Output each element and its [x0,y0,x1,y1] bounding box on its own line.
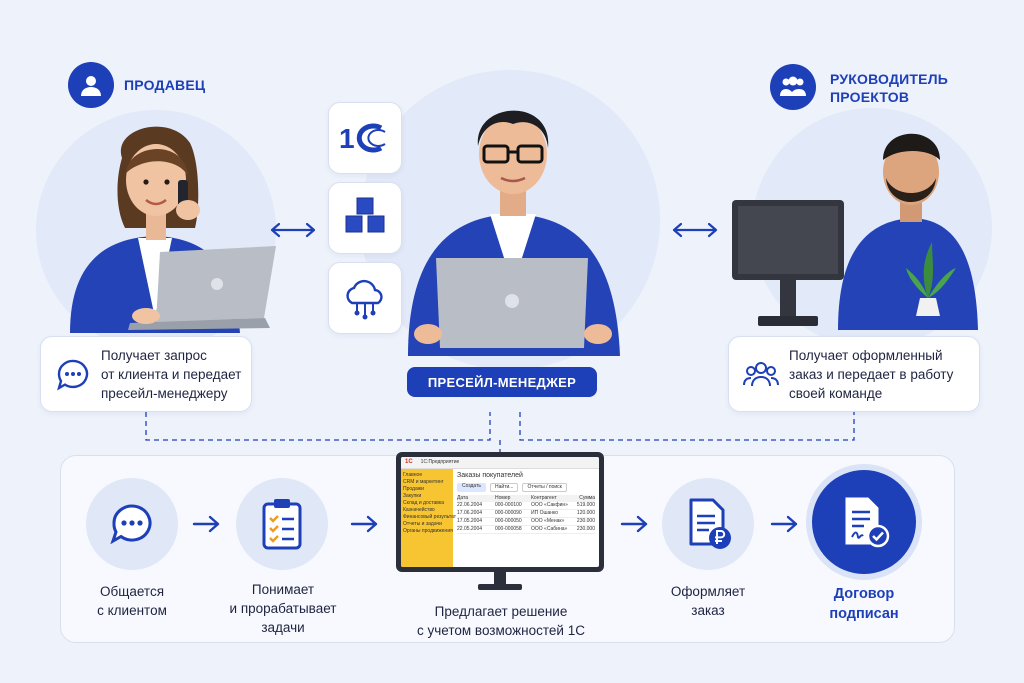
double-arrow-right-icon [672,222,718,238]
app-col-header: Номер [495,495,511,501]
app-table-row[interactable]: 17.05.2004 000-000050 ООО «Менак» 230.000 [457,518,595,526]
app-window: 1С 1С:Предприятие Главное CRM и маркетин… [401,457,599,567]
app-table-row[interactable]: 22.06.2004 000-000100 ООО «Сакфин» 519.000 [457,502,595,510]
app-table-cell: 230.000 [576,518,595,524]
app-sidebar-item[interactable]: Продажи [403,486,424,492]
team-icon [770,64,816,110]
app-sidebar-item[interactable]: Казначейство [403,507,435,513]
step-order [662,478,754,570]
1c-logo-icon: 1 [339,123,386,154]
app-table-cell: 17.06.2004 [457,510,483,516]
monitor-stand [478,572,522,590]
arrow-right-icon [192,515,220,533]
app-table-cell: 519.000 [576,502,595,508]
app-table-cell: 230.000 [576,526,595,532]
app-sidebar-item[interactable]: Органы продвижения [403,528,453,534]
document-ruble-icon [689,498,731,549]
app-logo: 1С [405,459,413,465]
manager-info-card: Получает оформленный заказ и передает в … [728,336,980,412]
seller-illustration [70,126,276,333]
seller-card-line: Получает запрос [101,347,207,363]
seller-card-line: пресейл-менеджеру [101,385,228,401]
app-table-cell: ООО «Сабина» [531,526,568,532]
cubes-icon [345,197,385,233]
app-sidebar-item[interactable]: Главное [403,472,423,478]
seller-card-line: от клиента и передает [101,366,242,382]
signed-contract-icon [845,497,890,548]
app-sidebar-item[interactable]: Склад и доставка [403,500,444,506]
cloud-network-icon [346,279,383,320]
app-col-header: Дата [457,495,469,501]
app-col-header: Сумма [579,495,595,501]
step-contract [812,470,916,574]
tile-cloud [328,262,402,334]
step-label-line: Понимает [251,582,315,597]
step-label-line: и прорабатывает [229,601,337,616]
manager-title-line: РУКОВОДИТЕЛЬ [830,71,948,87]
app-table-cell: ООО «Сакфин» [531,502,568,508]
step-label-line: с учетом возможностей 1С [417,623,585,638]
step-analyze [236,478,328,570]
manager-card-line: Получает оформленный [789,347,943,363]
chat-bubble-icon [110,504,152,545]
app-table-row[interactable]: 22.05.2004 000-000058 ООО «Сабина» 230.000 [457,526,595,534]
tile-1c: 1 [328,102,402,174]
manager-title-line: ПРОЕКТОВ [830,89,910,105]
seller-title: ПРОДАВЕЦ [124,77,206,93]
app-sidebar-item[interactable]: Закупки [403,493,422,499]
app-table-cell: 22.05.2004 [457,526,483,532]
tile-cubes [328,182,402,254]
app-title: 1С:Предприятие [420,459,460,465]
arrow-right-icon [620,515,648,533]
app-table-cell: ИП Ошанко [531,510,559,516]
manager-illustration [732,133,978,330]
clipboard-checklist-icon [262,499,302,550]
manager-card-line: своей команде [789,385,883,401]
seller-info-card: Получает запрос от клиента и передает пр… [40,336,252,412]
app-table-cell: ООО «Менак» [531,518,565,524]
svg-text:1: 1 [339,123,355,154]
app-table-header: Дата Номер Контрагент Сумма [457,495,595,502]
manager-card-line: заказ и передает в работу [789,366,954,382]
step-label-line: подписан [829,606,899,622]
app-table-cell: 000-000090 [495,510,522,516]
team-outline-icon [743,362,779,387]
step-label-line: Предлагает решение [434,604,568,619]
app-doc-title: Заказы покупателей [457,472,523,479]
chat-bubble-icon [57,359,89,391]
step-communicate [86,478,178,570]
step-label-line: Договор [833,586,895,602]
step-label-line: Общается [100,584,164,599]
app-col-header: Контрагент [531,495,557,501]
step-label-line: с клиентом [97,603,167,618]
app-create-button[interactable]: Создать [457,483,487,492]
step-label-line: заказ [691,603,725,618]
app-table-cell: 000-000058 [495,526,522,532]
step-label-line: Оформляет [670,584,746,599]
arrow-right-icon [350,515,378,533]
app-reports-button[interactable]: Отчеты / поиск [522,483,567,492]
app-table-cell: 000-000100 [495,502,522,508]
presale-illustration [408,110,620,356]
app-table-cell: 000-000050 [495,518,522,524]
app-table-row[interactable]: 17.06.2004 000-000090 ИП Ошанко 120.000 [457,510,595,518]
app-table-cell: 17.05.2004 [457,518,483,524]
app-table-cell: 22.06.2004 [457,502,483,508]
monitor-icon: 1С 1С:Предприятие Главное CRM и маркетин… [396,452,604,572]
app-find-button[interactable]: Найти... [490,483,519,492]
arrow-right-icon [770,515,798,533]
app-sidebar-item[interactable]: CRM и маркетинг [403,479,444,485]
presale-manager-badge: ПРЕСЕЙЛ-МЕНЕДЖЕР [407,367,597,397]
person-icon [68,62,114,108]
step-label-line: задачи [261,620,305,635]
app-sidebar-item[interactable]: Отчеты и задачи [403,521,442,527]
app-table-cell: 120.000 [576,510,595,516]
double-arrow-left-icon [270,222,316,238]
app-sidebar-item[interactable]: Финансовый результат [403,514,457,520]
